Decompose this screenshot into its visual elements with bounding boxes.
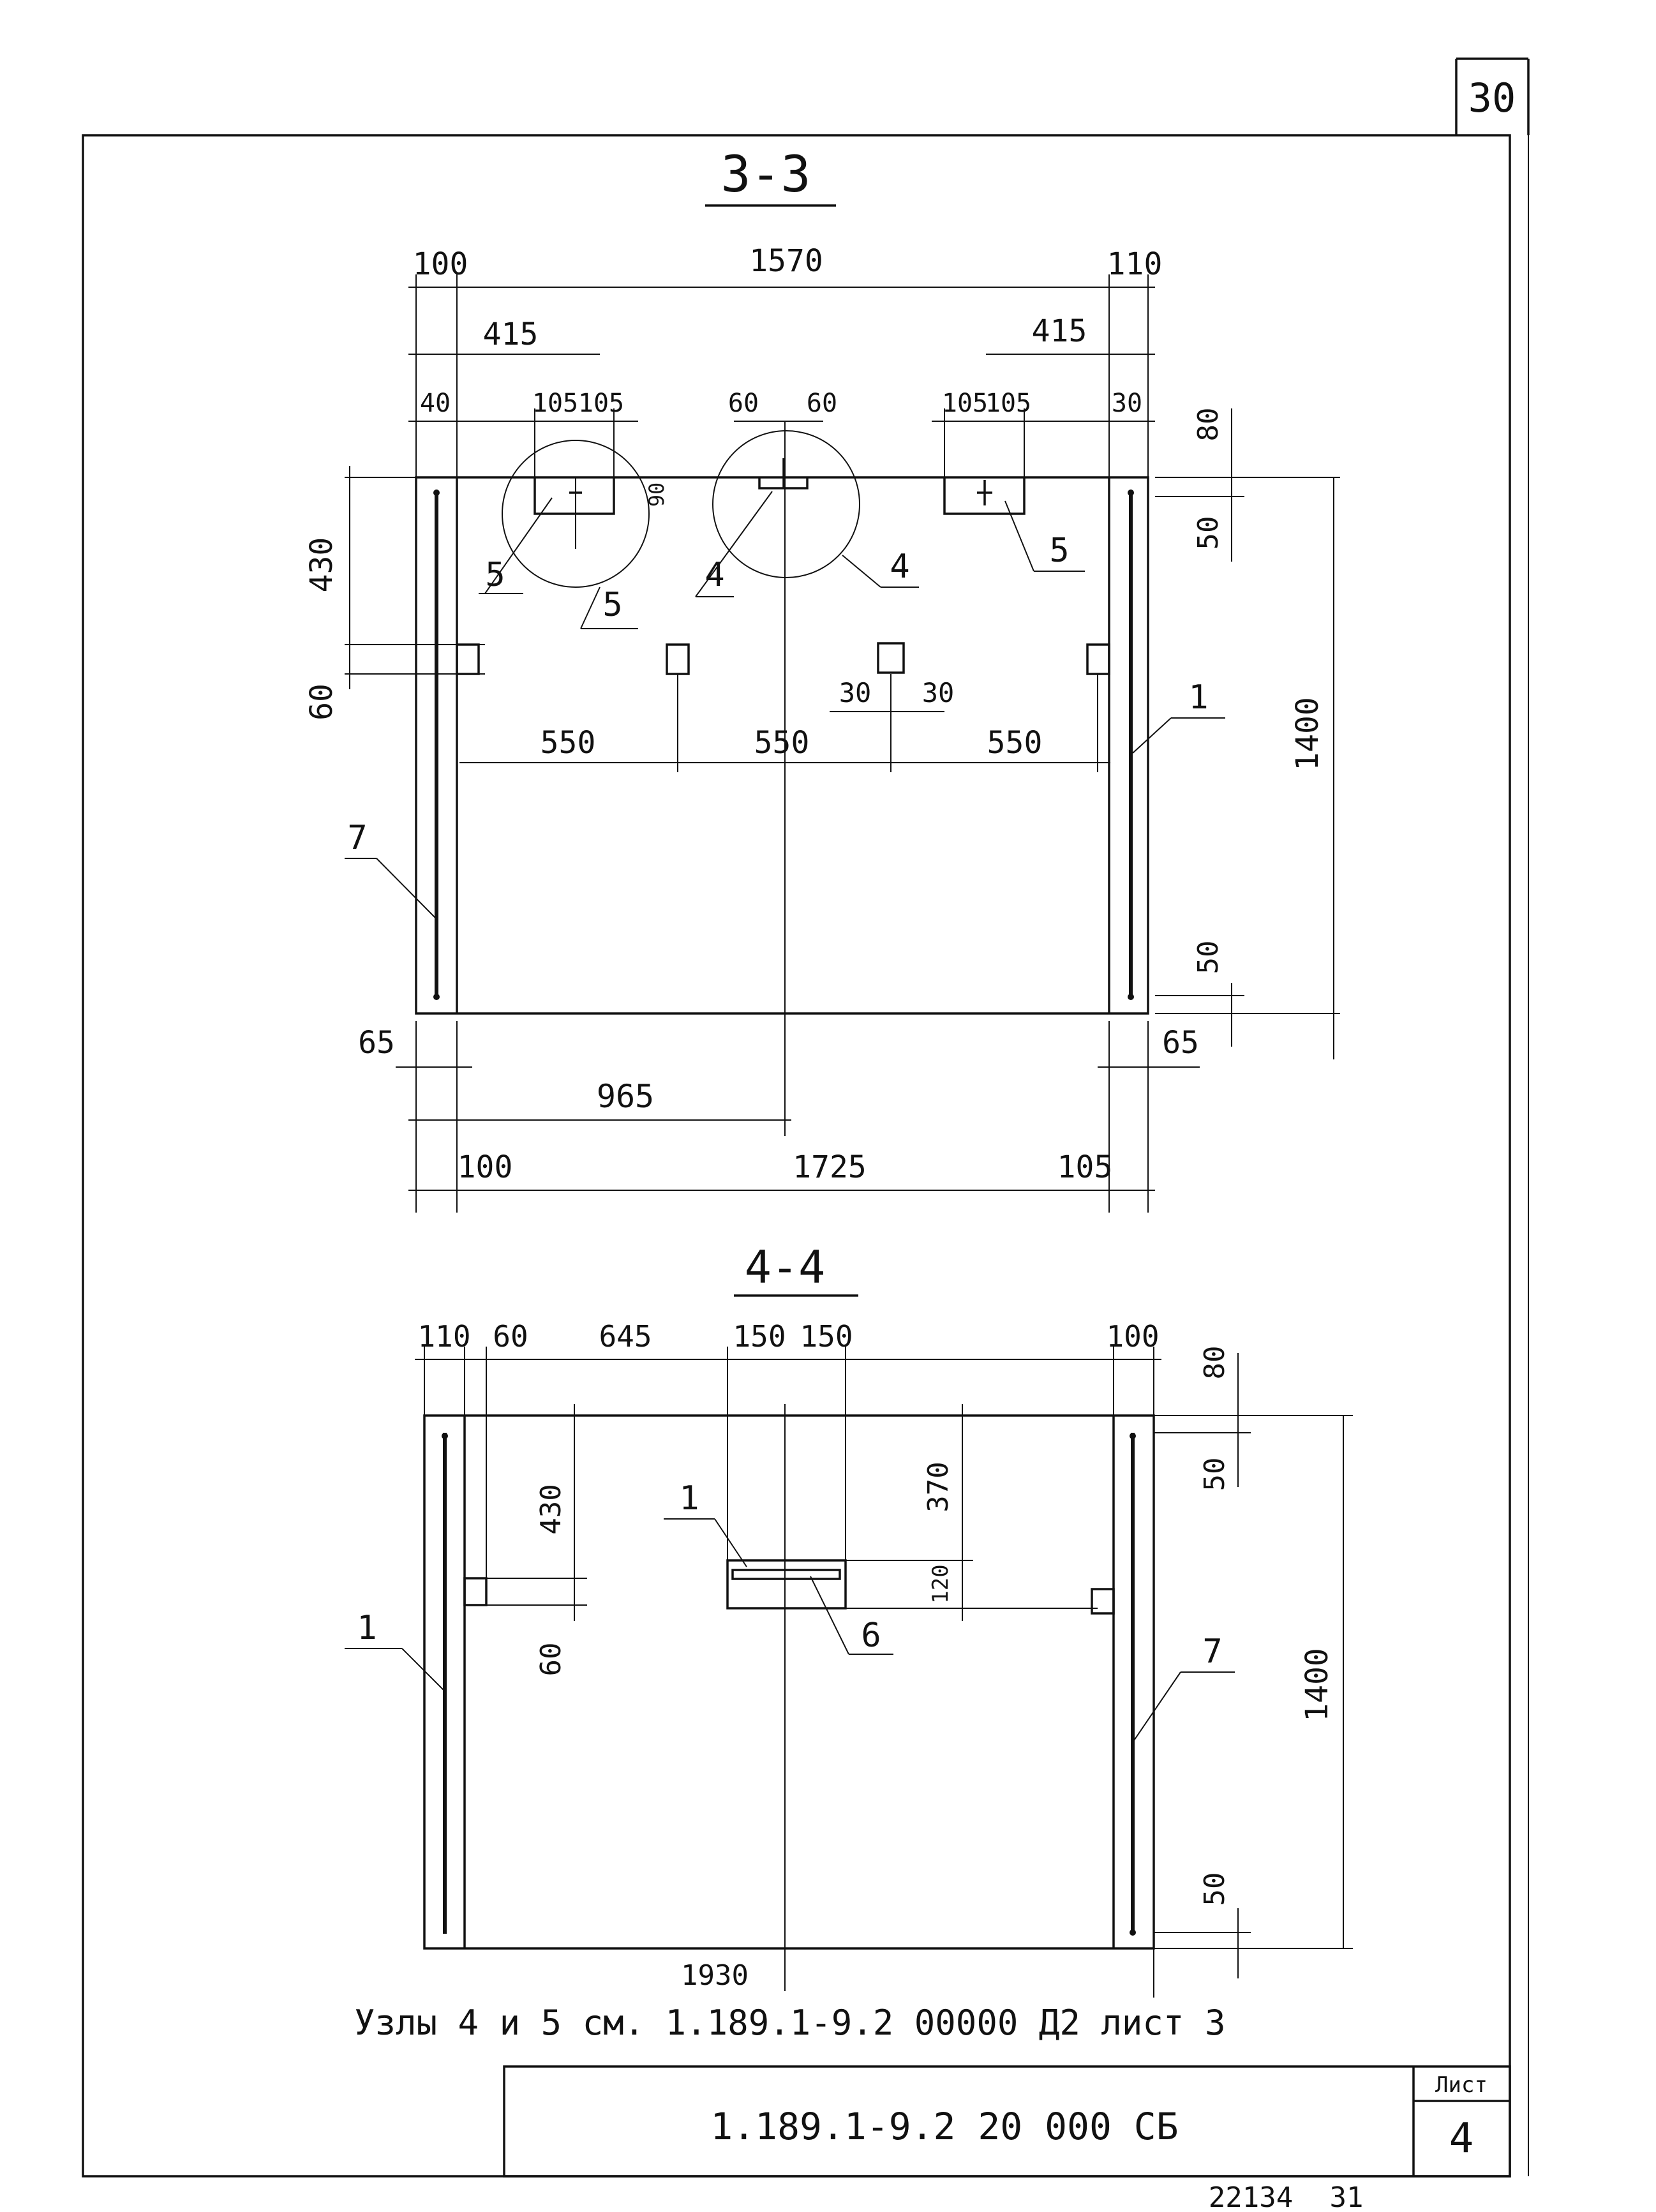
dim-44-r80: 80 <box>1198 1346 1231 1380</box>
page-number: 30 <box>1468 75 1516 121</box>
dim-33-550a: 550 <box>541 725 596 761</box>
dim-33-r80: 80 <box>1192 408 1225 442</box>
dim-33-top-110: 110 <box>1107 246 1163 282</box>
dim-33-top-1570: 1570 <box>749 243 823 279</box>
callout-33-7: 7 <box>347 819 367 857</box>
dim-33-105c: 105 <box>942 389 988 418</box>
dim-33-60a: 60 <box>728 389 759 418</box>
dim-44-r1400: 1400 <box>1299 1648 1335 1722</box>
callout-33-5b: 5 <box>602 586 622 624</box>
dim-33-b65r: 65 <box>1162 1025 1199 1061</box>
section-4-4: 4-4 110 60 645 150 150 100 <box>345 1241 1353 1998</box>
dim-33-60b: 60 <box>807 389 837 418</box>
dim-44-l430: 430 <box>535 1484 567 1534</box>
archive-number: 22134 <box>1209 2181 1293 2212</box>
dim-33-b65l: 65 <box>358 1025 395 1061</box>
dim-33-415-left: 415 <box>483 317 539 352</box>
list-label: Лист <box>1435 2072 1488 2098</box>
dim-33-l60: 60 <box>304 684 339 721</box>
note-text: Узлы 4 и 5 см. 1.189.1-9.2 00000 Д2 лист… <box>354 2003 1225 2043</box>
dim-44-t110: 110 <box>417 1319 470 1354</box>
dim-33-105b: 105 <box>578 389 624 418</box>
dim-33-r50-top: 50 <box>1192 516 1225 550</box>
dim-33-l430: 430 <box>304 537 339 593</box>
dim-33-r1400: 1400 <box>1290 697 1325 771</box>
dim-33-b100: 100 <box>458 1149 513 1185</box>
dim-44-t645: 645 <box>599 1319 652 1354</box>
dim-44-l60: 60 <box>535 1643 567 1677</box>
dim-33-b105: 105 <box>1057 1149 1113 1185</box>
callout-33-5c: 5 <box>1049 532 1069 570</box>
dim-44-t150b: 150 <box>800 1319 853 1354</box>
sheet-designation: 1.189.1-9.2 20 000 СБ <box>710 2105 1178 2148</box>
dim-33-30a: 30 <box>839 677 872 708</box>
dim-44-t100: 100 <box>1106 1319 1159 1354</box>
callout-33-4a: 4 <box>705 556 724 594</box>
dim-33-b965: 965 <box>597 1078 654 1115</box>
dim-44-r50-top: 50 <box>1198 1458 1231 1491</box>
dim-33-30b: 30 <box>922 677 955 708</box>
section-3-3: 3-3 <box>304 146 1340 1213</box>
dim-44-b1930: 1930 <box>681 1959 749 1992</box>
dim-33-top-100: 100 <box>413 246 468 282</box>
dim-44-t150a: 150 <box>733 1319 786 1354</box>
dim-44-r50-bot: 50 <box>1198 1872 1231 1906</box>
dim-33-550c: 550 <box>987 725 1043 761</box>
callout-33-4b: 4 <box>890 548 909 586</box>
callout-44-1b: 1 <box>357 1609 377 1647</box>
sheet-frame <box>82 57 1530 2178</box>
callout-33-5a: 5 <box>485 556 505 594</box>
callout-44-1a: 1 <box>679 1479 699 1518</box>
callout-44-7: 7 <box>1202 1633 1222 1671</box>
dim-33-105d: 105 <box>985 389 1031 418</box>
section-3-3-title: 3-3 <box>721 146 811 204</box>
dim-33-r50-bot: 50 <box>1192 941 1225 975</box>
dim-33-90: 90 <box>645 482 669 507</box>
dim-33-105a: 105 <box>532 389 578 418</box>
callout-33-1: 1 <box>1188 678 1208 717</box>
list-number: 4 <box>1449 2115 1474 2162</box>
dim-33-415-right: 415 <box>1032 313 1087 349</box>
callout-44-6: 6 <box>861 1617 881 1655</box>
dim-33-b1725: 1725 <box>793 1149 867 1185</box>
dim-44-m120: 120 <box>928 1564 953 1603</box>
dim-33-40: 40 <box>420 389 451 418</box>
dim-33-30: 30 <box>1112 389 1142 418</box>
title-block <box>503 2065 1511 2178</box>
dim-44-m370: 370 <box>922 1461 955 1512</box>
section-4-4-title: 4-4 <box>745 1241 825 1294</box>
archive-page: 31 <box>1330 2181 1364 2212</box>
dim-44-t60: 60 <box>493 1319 528 1354</box>
dim-33-550b: 550 <box>754 725 810 761</box>
